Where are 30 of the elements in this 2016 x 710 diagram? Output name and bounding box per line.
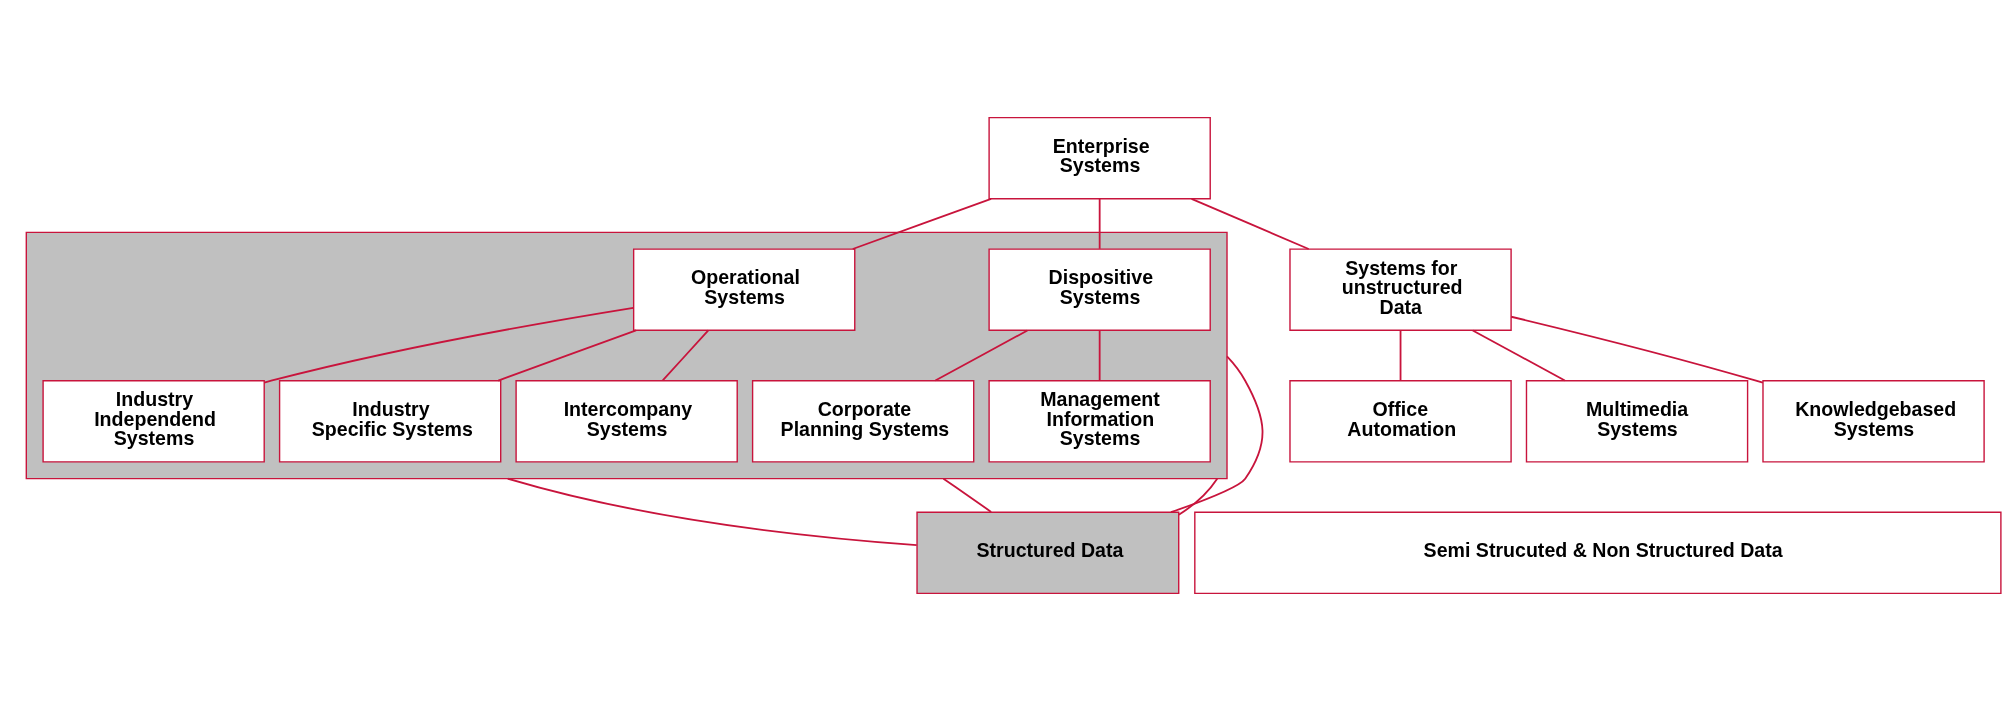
node-box: Management Information Systems <box>988 379 1211 463</box>
node-box: Dispositive Systems <box>988 247 1211 331</box>
node-box: Office Automation <box>1289 379 1512 463</box>
node-box: Industry Specific Systems <box>278 379 502 463</box>
node-box: Knowledgebased Systems <box>1762 379 1985 463</box>
connector <box>661 329 710 381</box>
connector <box>1170 355 1264 513</box>
node-box: Semi Strucuted & Non Structured Data <box>1194 511 2002 594</box>
connector <box>263 306 635 383</box>
connector <box>1399 329 1402 381</box>
node-box: Multimedia Systems <box>1525 379 1749 463</box>
connector <box>1098 329 1101 381</box>
connector <box>1190 197 1310 250</box>
connector <box>851 197 992 250</box>
node-box: Corporate Planning Systems <box>751 379 975 463</box>
connector <box>506 477 918 546</box>
node-box: Systems for unstructured Data <box>1289 247 1512 331</box>
node-box: Operational Systems <box>632 247 856 331</box>
connector <box>1098 197 1101 250</box>
connector <box>934 329 1029 381</box>
connector <box>942 477 993 513</box>
node-box: Industry Independend Systems <box>42 379 265 463</box>
connector <box>1510 315 1764 384</box>
connector <box>1177 477 1219 516</box>
cluster <box>25 231 1228 479</box>
node-box: Enterprise Systems <box>988 116 1211 199</box>
connector <box>497 329 637 381</box>
node-box: Intercompany Systems <box>515 379 738 463</box>
connector <box>1471 329 1566 381</box>
node-box: Structured Data <box>916 511 1180 594</box>
